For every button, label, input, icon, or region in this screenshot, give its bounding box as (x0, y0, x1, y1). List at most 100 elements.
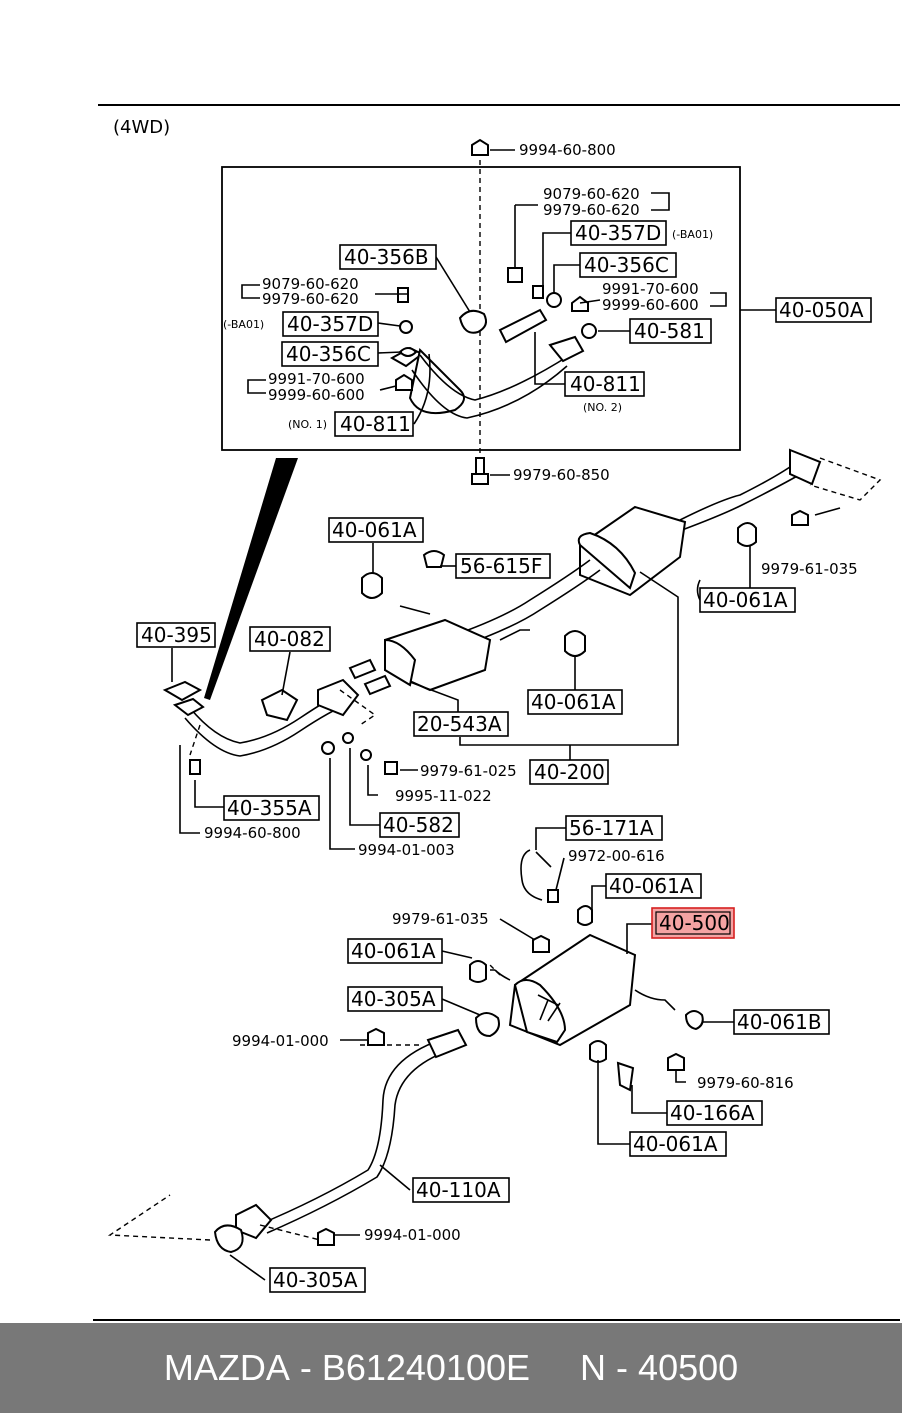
callout-40-357d-top: 40-357D (570, 220, 667, 246)
callout-40-500-highlighted: 40-500 (651, 907, 735, 939)
footer-bar: MAZDA - B61240100E N - 40500 (0, 1323, 902, 1413)
svg-text:40-305A: 40-305A (351, 987, 436, 1011)
svg-text:40-200: 40-200 (534, 760, 605, 784)
callout-20-543a: 20-543A (413, 711, 509, 737)
svg-text:40-061A: 40-061A (633, 1132, 718, 1156)
svg-text:56-171A: 56-171A (569, 816, 654, 840)
svg-text:9079-60-620: 9079-60-620 (262, 275, 359, 293)
callout-40-305a-1: 40-305A (347, 986, 443, 1012)
callout-40-356c-left: 40-356C (281, 341, 379, 367)
svg-text:40-061A: 40-061A (609, 874, 694, 898)
svg-text:9994-60-800: 9994-60-800 (204, 824, 301, 842)
svg-text:9979-61-035: 9979-61-035 (392, 910, 489, 928)
svg-text:40-357D: 40-357D (575, 221, 661, 245)
callout-40-811-no2: 40-811 (564, 371, 645, 397)
svg-text:9079-60-620: 9079-60-620 (543, 185, 640, 203)
svg-text:(NO. 2): (NO. 2) (583, 401, 622, 414)
callout-40-061b: 40-061B (733, 1009, 830, 1035)
callout-40-166a: 40-166A (666, 1100, 763, 1126)
footer-gap (530, 1347, 580, 1389)
svg-text:40-166A: 40-166A (670, 1101, 755, 1125)
svg-text:40-061B: 40-061B (737, 1010, 822, 1034)
svg-text:40-582: 40-582 (383, 813, 454, 837)
callout-40-061a-6: 40-061A (629, 1131, 727, 1157)
exhaust-parts-diagram: (4WD) (93, 104, 900, 1321)
lower-exploded-view (107, 849, 704, 1254)
svg-text:9991-70-600: 9991-70-600 (268, 370, 365, 388)
svg-text:40-500: 40-500 (659, 911, 730, 935)
svg-text:9994-01-000: 9994-01-000 (232, 1032, 329, 1050)
footer-part-number: B61240100E (321, 1347, 531, 1388)
svg-text:40-305A: 40-305A (273, 1268, 358, 1292)
callout-40-082: 40-082 (249, 626, 331, 652)
svg-text:9972-00-616: 9972-00-616 (568, 847, 665, 865)
svg-text:40-061A: 40-061A (703, 588, 788, 612)
svg-text:9979-60-620: 9979-60-620 (262, 290, 359, 308)
footer-n-value: 40500 (638, 1347, 739, 1388)
callout-40-582: 40-582 (379, 812, 460, 838)
svg-text:9994-01-003: 9994-01-003 (358, 841, 455, 859)
svg-text:40-811: 40-811 (340, 412, 411, 436)
svg-text:9979-60-850: 9979-60-850 (513, 466, 610, 484)
svg-text:9979-61-025: 9979-61-025 (420, 762, 517, 780)
svg-text:40-061A: 40-061A (332, 518, 417, 542)
svg-text:40-356B: 40-356B (344, 245, 429, 269)
callouts: 40-356B 40-357D 40-356C 40-357D 40-356C … (136, 220, 872, 1293)
callout-40-355a: 40-355A (223, 795, 320, 821)
main-exhaust-assembly (162, 448, 882, 775)
svg-text:40-395: 40-395 (141, 623, 212, 647)
svg-text:9995-11-022: 9995-11-022 (395, 787, 492, 805)
svg-text:(-BA01): (-BA01) (223, 318, 264, 331)
svg-text:40-811: 40-811 (570, 372, 641, 396)
callout-40-305a-2: 40-305A (269, 1267, 366, 1293)
callout-40-356c-top: 40-356C (579, 252, 677, 278)
svg-text:9979-60-816: 9979-60-816 (697, 1074, 794, 1092)
variant-label: (4WD) (113, 117, 170, 138)
callout-40-357d-left: 40-357D (282, 311, 379, 337)
callout-40-356b: 40-356B (339, 244, 437, 270)
callout-40-395: 40-395 (136, 622, 216, 648)
callout-40-061a-2: 40-061A (699, 587, 796, 613)
callout-40-061a-3: 40-061A (527, 689, 623, 715)
callout-40-200: 40-200 (529, 759, 609, 785)
svg-text:40-050A: 40-050A (779, 298, 864, 322)
svg-text:9994-01-000: 9994-01-000 (364, 1226, 461, 1244)
callout-56-171a: 56-171A (565, 815, 663, 841)
callout-40-061a-5: 40-061A (347, 938, 443, 964)
callout-56-615f: 56-615F (455, 553, 551, 579)
detail-inset (221, 138, 741, 485)
callout-40-061a-1: 40-061A (328, 517, 424, 543)
callout-40-110a: 40-110A (412, 1177, 510, 1203)
svg-text:9999-60-600: 9999-60-600 (268, 386, 365, 404)
svg-text:(-BA01): (-BA01) (672, 228, 713, 241)
footer-separator-2: - (606, 1347, 639, 1388)
footer-brand: MAZDA (163, 1347, 290, 1388)
svg-text:40-357D: 40-357D (287, 312, 373, 336)
lower-leaders (229, 827, 734, 1281)
svg-text:40-356C: 40-356C (286, 342, 371, 366)
svg-text:40-082: 40-082 (254, 627, 325, 651)
callout-40-050a: 40-050A (775, 297, 872, 323)
svg-text:(NO. 1): (NO. 1) (288, 418, 327, 431)
part-numbers: 9994-60-800 9079-60-620 9979-60-620 (-BA… (204, 141, 858, 1244)
svg-text:56-615F: 56-615F (460, 554, 542, 578)
svg-text:9999-60-600: 9999-60-600 (602, 296, 699, 314)
svg-text:40-061A: 40-061A (351, 939, 436, 963)
callout-40-811-no1: 40-811 (334, 411, 414, 437)
footer-n-label: N (580, 1347, 607, 1388)
callout-40-581: 40-581 (629, 318, 712, 344)
svg-text:40-061A: 40-061A (531, 690, 616, 714)
callout-40-061a-4: 40-061A (605, 873, 702, 899)
svg-text:9991-70-600: 9991-70-600 (602, 280, 699, 298)
detail-pointer (204, 458, 298, 700)
svg-text:9979-60-620: 9979-60-620 (543, 201, 640, 219)
svg-text:9979-61-035: 9979-61-035 (761, 560, 858, 578)
svg-text:9994-60-800: 9994-60-800 (519, 141, 616, 159)
svg-text:20-543A: 20-543A (417, 712, 502, 736)
footer-caption: MAZDA - B61240100E N - 40500 (0, 1323, 902, 1413)
inset-leaders (241, 192, 776, 425)
footer-separator: - (289, 1347, 322, 1388)
svg-text:40-110A: 40-110A (416, 1178, 501, 1202)
svg-text:40-355A: 40-355A (227, 796, 312, 820)
assembly-leaders (171, 507, 841, 850)
